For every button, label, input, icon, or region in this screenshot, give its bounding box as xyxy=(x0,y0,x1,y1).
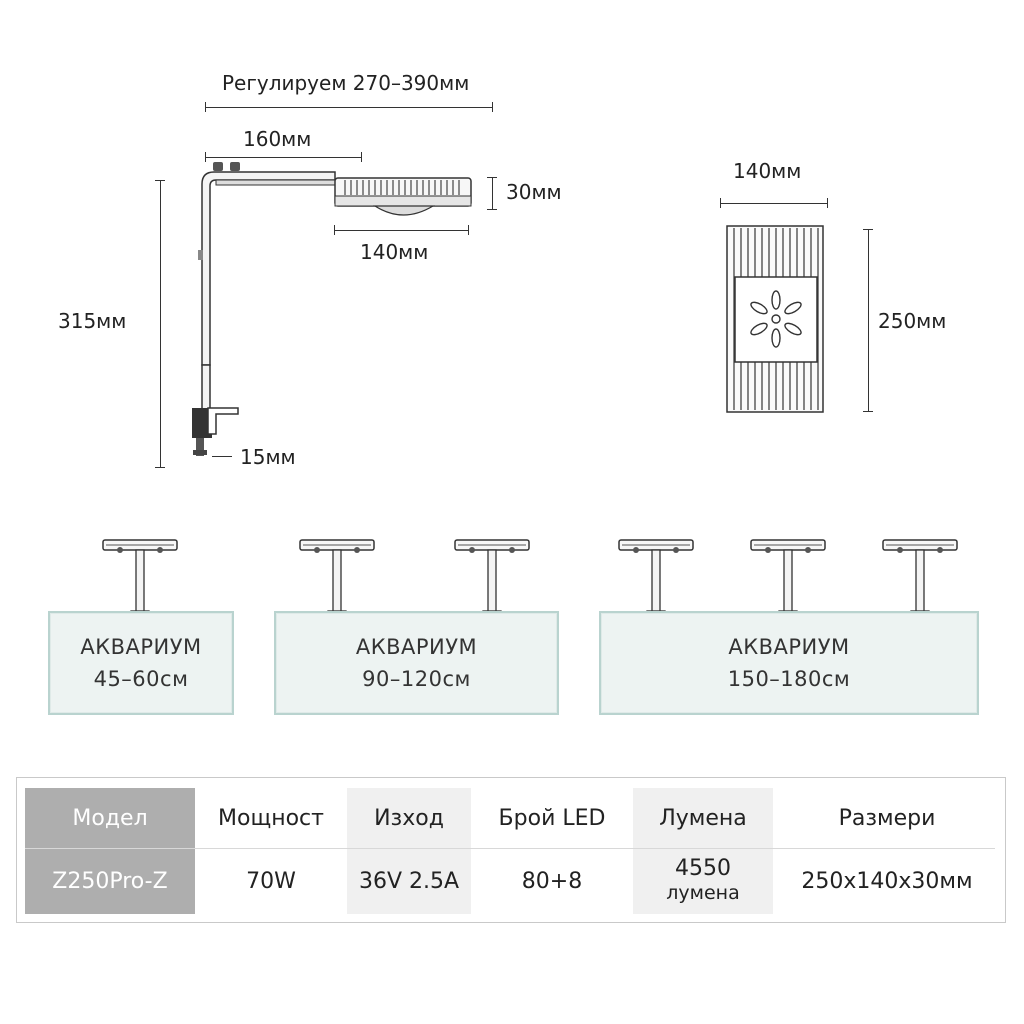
lumens-unit: лумена xyxy=(666,882,740,904)
header-output: Изход xyxy=(374,805,444,831)
arm-length-label: 160мм xyxy=(243,127,312,151)
top-length-dimension-line xyxy=(868,229,869,412)
aquarium-small: АКВАРИУМ 45–60см xyxy=(48,611,234,715)
aquarium-label: АКВАРИУМ xyxy=(80,635,202,659)
head-width-label: 140мм xyxy=(360,240,429,264)
adjust-dimension-line xyxy=(205,107,493,108)
header-led-count: Брой LED xyxy=(498,805,606,831)
lamp-side-drawing xyxy=(192,162,472,456)
value-model: Z250Pro-Z xyxy=(52,868,168,894)
header-lumens: Лумена xyxy=(659,805,747,831)
lamp-top-drawing xyxy=(726,225,824,413)
value-dimensions: 250x140x30мм xyxy=(801,868,973,894)
aquarium-label: АКВАРИУМ xyxy=(355,635,478,659)
top-width-dimension-line xyxy=(720,203,828,204)
aquarium-label: АКВАРИУМ xyxy=(728,635,850,659)
value-lumens: 4550 лумена xyxy=(633,850,773,912)
aquarium-size: 150–180см xyxy=(727,667,851,691)
aquarium-size: 90–120см xyxy=(362,667,471,691)
top-width-label: 140мм xyxy=(733,159,802,183)
clamp-dimension-line xyxy=(212,456,232,457)
head-width-dimension-line xyxy=(334,230,469,231)
clamp-label: 15мм xyxy=(240,445,296,469)
total-height-label: 315мм xyxy=(58,309,127,333)
head-height-dimension-line xyxy=(492,177,493,210)
header-power: Мощност xyxy=(218,805,324,831)
value-power: 70W xyxy=(246,868,296,894)
adjust-range-label: Регулируем 270–390мм xyxy=(222,71,470,95)
aquarium-large: АКВАРИУМ 150–180см xyxy=(599,611,979,715)
header-model: Модел xyxy=(72,805,148,831)
top-length-label: 250мм xyxy=(878,309,947,333)
total-height-dimension-line xyxy=(160,180,161,468)
head-height-label: 30мм xyxy=(506,180,562,204)
header-dimensions: Размери xyxy=(838,805,936,831)
value-output: 36V 2.5A xyxy=(358,868,460,894)
value-led-count: 80+8 xyxy=(521,868,583,894)
spec-table: Модел Мощност Изход Брой LED Лумена Разм… xyxy=(16,777,1006,923)
lumens-number: 4550 xyxy=(675,856,731,881)
aquarium-size: 45–60см xyxy=(93,667,189,691)
arm-dimension-line xyxy=(205,157,362,158)
aquarium-medium: АКВАРИУМ 90–120см xyxy=(274,611,559,715)
